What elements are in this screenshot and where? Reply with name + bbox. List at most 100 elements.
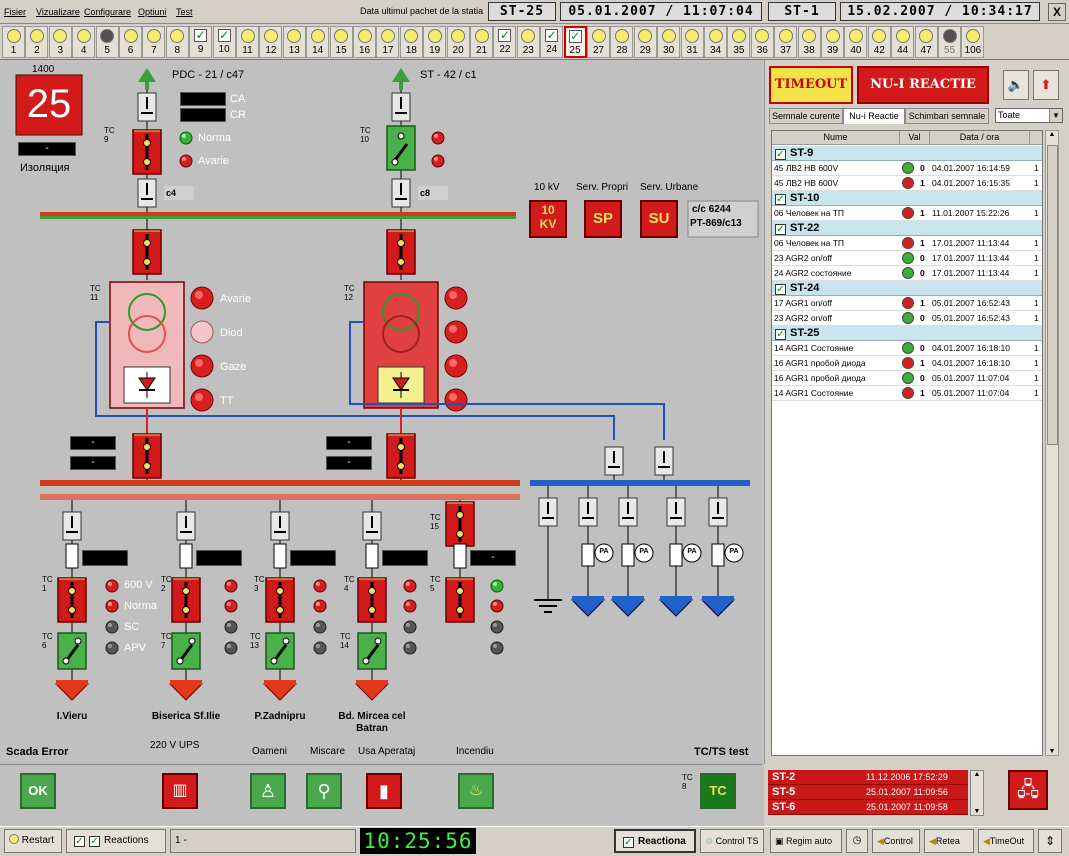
- station-button[interactable]: 38: [797, 26, 821, 58]
- col-data-ora[interactable]: Data / ora: [930, 131, 1030, 145]
- ups-button[interactable]: ▥: [162, 773, 198, 809]
- menu-configurare[interactable]: Configurare: [84, 7, 132, 17]
- network-alarm-button[interactable]: 🖧: [1008, 770, 1048, 810]
- no-reaction-indicator[interactable]: NU-I REACTIE: [857, 66, 989, 104]
- station-button[interactable]: 8: [165, 26, 189, 58]
- station-button[interactable]: 42: [867, 26, 891, 58]
- station-button[interactable]: 12: [259, 26, 283, 58]
- group-row[interactable]: ✓ST-22: [772, 221, 1042, 236]
- scroll-taskbar-button[interactable]: ⇕: [1038, 829, 1062, 853]
- ok-button[interactable]: OK: [20, 773, 56, 809]
- station-button[interactable]: 106: [961, 26, 985, 58]
- menu-vizualizare[interactable]: Vizualizare: [36, 7, 80, 17]
- station-button[interactable]: 34: [704, 26, 727, 58]
- station-button[interactable]: 19: [423, 26, 447, 58]
- station-button[interactable]: 23: [516, 26, 540, 58]
- station-button[interactable]: 29: [633, 26, 657, 58]
- station-button[interactable]: 27: [587, 26, 610, 58]
- station-button[interactable]: 13: [282, 26, 306, 58]
- scroll-down-icon[interactable]: ▼: [973, 808, 981, 815]
- station-button[interactable]: ✓10: [212, 26, 236, 58]
- scroll-up-icon[interactable]: ▲: [1048, 131, 1056, 138]
- group-row[interactable]: ✓ST-10: [772, 191, 1042, 206]
- restart-button[interactable]: Restart: [4, 829, 62, 853]
- clock-button[interactable]: ◷: [846, 829, 868, 853]
- reactions-button[interactable]: ✓✓Reactions: [66, 829, 166, 853]
- station-button[interactable]: 3: [48, 26, 72, 58]
- reactiona-button[interactable]: ✓Reactiona: [614, 829, 696, 853]
- station-button[interactable]: 16: [353, 26, 376, 58]
- popup-button[interactable]: ⬆: [1033, 70, 1059, 100]
- station-button[interactable]: 55: [938, 26, 961, 58]
- speaker-button[interactable]: 🔈: [1003, 70, 1029, 100]
- btn-sp[interactable]: SP: [592, 210, 613, 227]
- station-button[interactable]: 47: [914, 26, 938, 58]
- events-scrollbar[interactable]: ▲ ▼: [1045, 130, 1059, 756]
- oameni-button[interactable]: ♙: [250, 773, 286, 809]
- scroll-thumb[interactable]: [1047, 145, 1058, 445]
- station-button[interactable]: 30: [657, 26, 681, 58]
- incendiu-button[interactable]: ♨: [458, 773, 494, 809]
- control-sound-button[interactable]: ◀Control: [872, 829, 920, 853]
- col-nume[interactable]: Nume: [772, 131, 900, 145]
- alarm-scrollbar[interactable]: ▲▼: [970, 770, 984, 816]
- station-button[interactable]: 28: [610, 26, 634, 58]
- station-button[interactable]: 40: [844, 26, 868, 58]
- menu-test[interactable]: Test: [176, 7, 193, 17]
- scroll-up-icon[interactable]: ▲: [973, 771, 981, 778]
- miscare-button[interactable]: ⚲: [306, 773, 342, 809]
- command-field[interactable]: 1 -: [170, 829, 356, 853]
- menu-optiuni[interactable]: Optiuni: [138, 7, 167, 17]
- station-button[interactable]: 11: [236, 26, 259, 58]
- station-number[interactable]: 25: [26, 82, 72, 126]
- station-button[interactable]: ✓25: [563, 26, 587, 58]
- btn-su[interactable]: SU: [648, 210, 670, 227]
- scroll-down-icon[interactable]: ▼: [1048, 748, 1056, 755]
- col-val[interactable]: Val: [900, 131, 930, 145]
- retea-sound-button[interactable]: ◀Retea: [924, 829, 974, 853]
- station-button[interactable]: 39: [821, 26, 844, 58]
- filter-select[interactable]: Toate▼: [995, 108, 1063, 123]
- tab-semnale-curente[interactable]: Semnale curente: [769, 108, 843, 124]
- station-button[interactable]: 36: [750, 26, 774, 58]
- regim-auto-button[interactable]: ▣ Regim auto: [770, 829, 842, 853]
- station-button[interactable]: 44: [891, 26, 915, 58]
- station-button[interactable]: 14: [306, 26, 330, 58]
- tc-test-button[interactable]: TC: [700, 773, 736, 809]
- station-button[interactable]: 15: [329, 26, 353, 58]
- station-button[interactable]: 21: [470, 26, 493, 58]
- station-button[interactable]: 5: [95, 26, 119, 58]
- usa-button[interactable]: ▮: [366, 773, 402, 809]
- tab-schimbari-semnale[interactable]: Schimbari semnale: [905, 108, 989, 124]
- group-row[interactable]: ✓ST-24: [772, 281, 1042, 296]
- menu-fisier[interactable]: Fisier: [4, 7, 26, 17]
- station-button[interactable]: 37: [774, 26, 798, 58]
- timeout-sound-button[interactable]: ◀TimeOut: [978, 829, 1034, 853]
- station-button[interactable]: 17: [376, 26, 400, 58]
- station-button[interactable]: 18: [399, 26, 423, 58]
- close-button[interactable]: X: [1048, 3, 1066, 21]
- station-button[interactable]: 35: [727, 26, 751, 58]
- station-button[interactable]: ✓9: [189, 26, 213, 58]
- station-button[interactable]: ✓22: [493, 26, 517, 58]
- station-button[interactable]: 31: [680, 26, 704, 58]
- station-button[interactable]: 4: [72, 26, 96, 58]
- timeout-indicator[interactable]: TIMEOUT: [769, 66, 853, 104]
- station-button[interactable]: 20: [446, 26, 470, 58]
- station-button[interactable]: 1: [2, 26, 25, 58]
- station-button[interactable]: 7: [142, 26, 166, 58]
- group-row[interactable]: ✓ST-25: [772, 326, 1042, 341]
